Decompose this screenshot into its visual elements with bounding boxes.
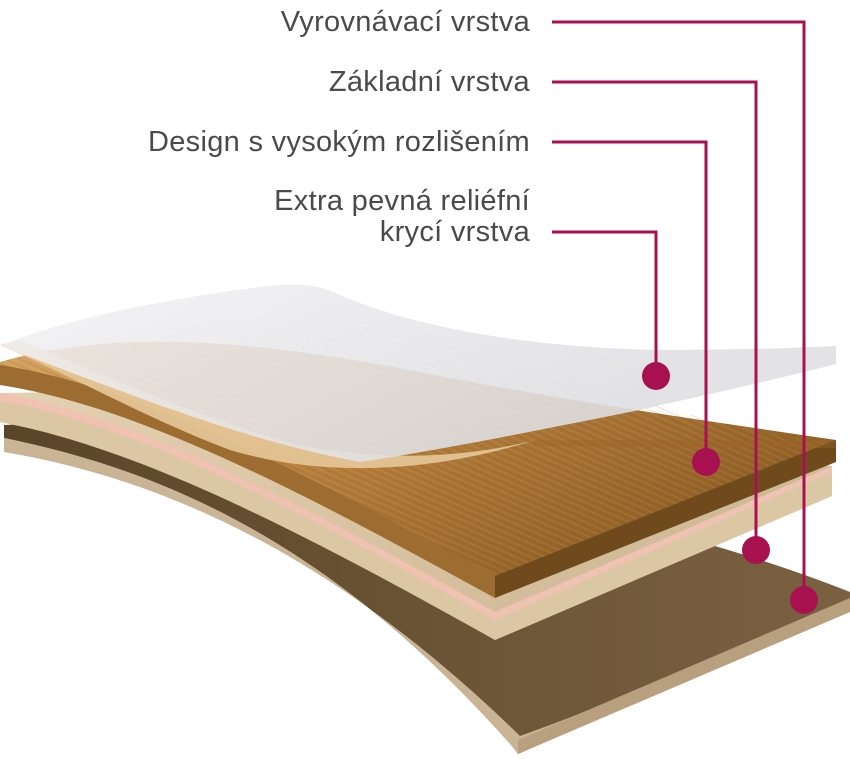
leader-line-wear [552, 230, 658, 375]
label-hd-design: Design s vysokým rozlišením [148, 126, 530, 158]
leader-line-base [552, 80, 758, 548]
wear-layer [0, 284, 836, 462]
label-wear-layer-line2: krycí vrstva [379, 216, 530, 248]
callout-dot-design [692, 448, 720, 476]
callout-dot-leveling [790, 586, 818, 614]
leader-line-design [552, 140, 708, 460]
label-base-layer: Základní vrstva [328, 66, 530, 98]
label-wear-layer-line1: Extra pevná reliéfní [274, 185, 530, 217]
callout-dots [642, 362, 818, 614]
label-leveling-layer: Vyrovnávací vrstva [280, 6, 530, 38]
leader-line-leveling [552, 20, 806, 598]
callout-lines [552, 20, 806, 598]
callout-dot-base [742, 536, 770, 564]
callout-dot-wear [642, 362, 670, 390]
